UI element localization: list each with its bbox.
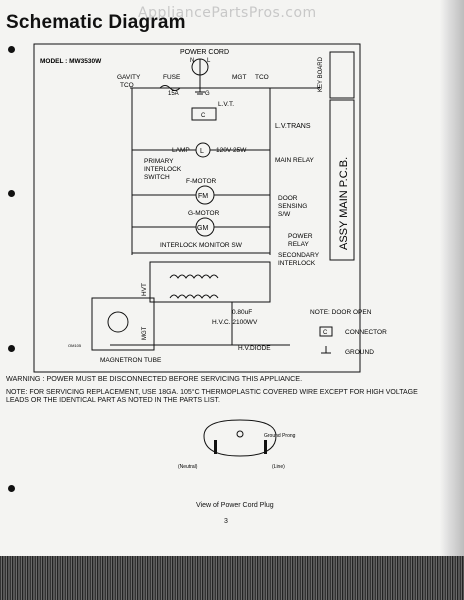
- page-title: Schematic Diagram: [6, 12, 186, 33]
- lvt-box: [191, 107, 217, 121]
- power-relay-label-2: RELAY: [288, 241, 309, 248]
- door-sensing-label-3: S/W: [278, 211, 291, 218]
- door-sensing-label-2: SENSING: [278, 203, 307, 210]
- legend-connector-sym-label: C: [323, 330, 328, 336]
- cord-n-label: N: [190, 58, 194, 64]
- magnetron-box: [91, 297, 155, 351]
- scan-edge-shadow: [440, 0, 464, 600]
- key-board-label: KEY BOARD: [318, 56, 324, 92]
- ground-prong: [236, 430, 244, 438]
- cord-l-label: L: [207, 58, 211, 64]
- legend-ground-label: GROUND: [345, 349, 374, 356]
- small-code: OM105: [68, 343, 82, 348]
- interlock-monitor-label: INTERLOCK MONITOR SW: [160, 242, 243, 249]
- binder-hole: [8, 485, 15, 492]
- line-label: (Line): [272, 464, 285, 470]
- power-cord-label: POWER CORD: [180, 49, 229, 56]
- fm-label: FM: [198, 193, 208, 200]
- primary-interlock-label-3: SWITCH: [144, 174, 170, 181]
- g-motor-label: G-MOTOR: [188, 210, 220, 217]
- hvt-box: [149, 261, 271, 303]
- binder-hole: [8, 46, 15, 53]
- binder-hole: [8, 190, 15, 197]
- main-relay-label: MAIN RELAY: [275, 157, 315, 164]
- plug-caption: View of Power Cord Plug: [196, 502, 274, 509]
- primary-interlock-label-1: PRIMARY: [144, 158, 174, 165]
- watermark: AppliancePartsPros.com: [138, 5, 317, 21]
- hvt-primary-coil: [169, 274, 219, 279]
- power-relay-label-1: POWER: [288, 233, 313, 240]
- note-door-open: NOTE: DOOR OPEN: [310, 309, 372, 316]
- lv-trans-label: L.V.TRANS: [275, 123, 311, 130]
- door-sensing-label-1: DOOR: [278, 195, 298, 202]
- power-cord-plug-outline: [203, 419, 277, 457]
- warning-text: WARNING : POWER MUST BE DISCONNECTED BEF…: [6, 374, 303, 383]
- scan-bottom-noise: [0, 556, 464, 600]
- magnetron-mgt-label: MGT: [142, 326, 148, 340]
- gavity-label: GAVITY: [117, 74, 141, 81]
- key-board-box: [329, 51, 355, 99]
- fuse-label: FUSE: [163, 74, 181, 81]
- legend-connector-symbol: [319, 326, 333, 337]
- fuse-symbol: [159, 85, 181, 91]
- secondary-interlock-label-1: SECONDARY: [278, 252, 320, 259]
- assy-main-pcb-label: ASSY MAIN P.C.B.: [338, 157, 350, 250]
- diagram-border: [33, 43, 361, 373]
- neutral-prong: [214, 440, 217, 454]
- legend-connector-label: CONNECTOR: [345, 329, 387, 336]
- capacitor-value: 0.80uF: [232, 309, 252, 316]
- binder-hole: [8, 345, 15, 352]
- f-motor-label: F-MOTOR: [186, 178, 217, 185]
- ground-prong-label: Ground Prong: [264, 433, 296, 439]
- magnetron-symbol: [107, 311, 129, 333]
- primary-interlock-label-2: INTERLOCK: [144, 166, 182, 173]
- cord-g-label: G: [205, 91, 210, 97]
- note-text: NOTE: FOR SERVICING REPLACEMENT, USE 18G…: [6, 389, 418, 404]
- lamp-symbol-label: L: [200, 148, 204, 155]
- lvt-c-label: C: [201, 113, 206, 119]
- mgt-tco-label: MGT: [232, 74, 246, 81]
- main-pcb-box: [329, 99, 355, 261]
- magnetron-tube-label: MAGNETRON TUBE: [100, 357, 162, 364]
- hvc-label: H.V.C. 2100WV: [212, 319, 258, 326]
- hvt-label: HVT: [141, 283, 148, 296]
- line-prong: [264, 440, 267, 454]
- model-label: MODEL : MW3530W: [40, 58, 102, 65]
- gm-label: GM: [197, 225, 208, 232]
- fuse-rating: 15A: [168, 91, 179, 97]
- hv-diode-label: H.V.DIODE: [238, 345, 271, 352]
- neutral-label: (Neutral): [178, 464, 198, 470]
- secondary-interlock-label-2: INTERLOCK: [278, 260, 316, 267]
- gavity-tco-label: TCO: [120, 82, 134, 89]
- hvt-secondary-coil: [169, 294, 219, 299]
- tco-label: TCO: [255, 74, 269, 81]
- lvt-label: L.V.T.: [218, 101, 234, 108]
- page-number: 3: [224, 518, 228, 525]
